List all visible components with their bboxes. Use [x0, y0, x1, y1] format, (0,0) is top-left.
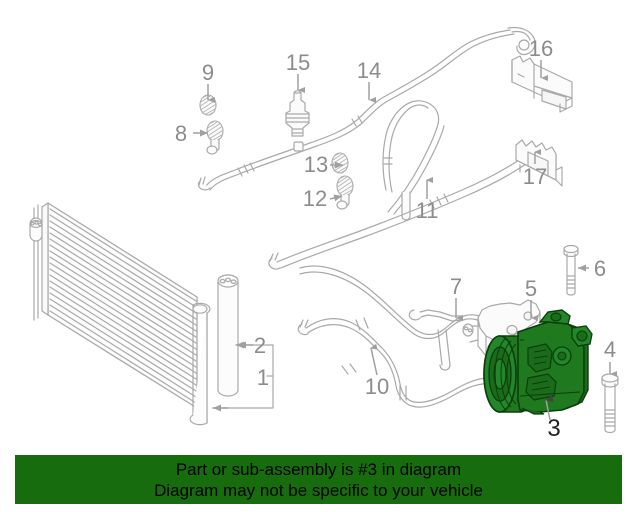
callout-label-15: 15	[286, 50, 310, 75]
leader-3	[545, 395, 554, 421]
seal-ring-13	[331, 152, 349, 174]
seal-ring-12	[336, 175, 354, 210]
caption-line-2: Diagram may not be specific to your vehi…	[154, 480, 483, 500]
callout-label-12: 12	[303, 186, 327, 211]
callout-label-13: 13	[304, 152, 328, 177]
callout-label-14: 14	[357, 58, 381, 83]
diagram-caption-banner: Part or sub-assembly is #3 in diagram Di…	[15, 455, 622, 504]
callout-label-5: 5	[525, 276, 537, 301]
ac-compressor-part-3	[483, 309, 593, 415]
callout-label-6: 6	[594, 256, 606, 281]
callout-label-11: 11	[416, 198, 439, 223]
callout-label-3: 3	[547, 415, 560, 442]
callout-label-10: 10	[365, 374, 389, 399]
refrigerant-line-14	[197, 26, 536, 191]
callout-labels: 1 2 3 4 5 6 7 8 9 10 11 12 13 14 15 16 1…	[175, 36, 616, 442]
bracket-16	[511, 55, 573, 113]
bracket-arm	[408, 309, 463, 322]
seal-ring-8	[206, 120, 224, 155]
callout-label-17: 17	[523, 164, 547, 189]
discharge-hose-7	[299, 265, 495, 371]
expansion-valve-15	[285, 90, 310, 137]
callout-label-8: 8	[175, 121, 187, 146]
callout-label-4: 4	[604, 337, 616, 362]
callout-label-16: 16	[529, 36, 553, 61]
refrigerant-line-mid-diagonal	[268, 149, 538, 270]
bolt-6	[563, 244, 579, 296]
callout-label-2: 2	[254, 333, 266, 358]
leader-10	[370, 343, 378, 376]
caption-line-1: Part or sub-assembly is #3 in diagram	[175, 459, 462, 479]
refrigerant-line-11	[382, 100, 445, 221]
bracket-17	[515, 139, 563, 187]
condenser-assembly	[29, 202, 239, 426]
bolt-4	[601, 373, 619, 434]
leader-12	[329, 194, 343, 202]
callout-label-1: 1	[257, 365, 269, 390]
callout-label-7: 7	[450, 274, 462, 299]
callout-label-9: 9	[202, 60, 214, 85]
